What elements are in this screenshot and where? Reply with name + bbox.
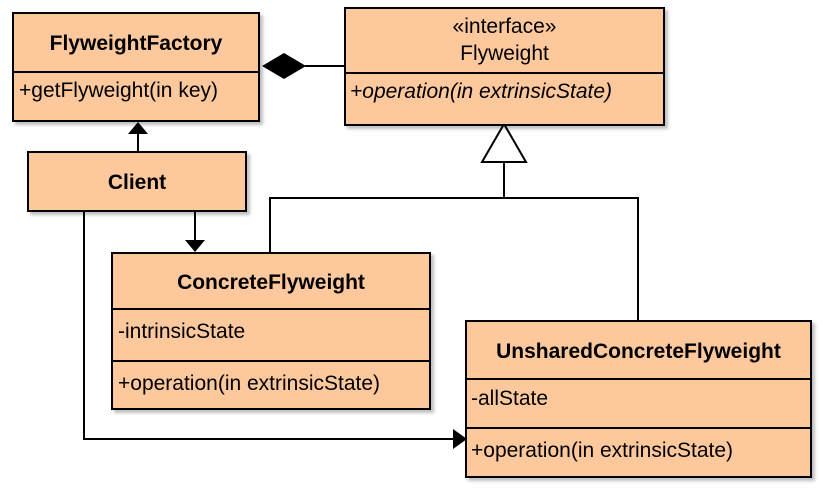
methods-section: +operation(in extrinsicState) <box>113 360 429 394</box>
class-name: FlyweightFactory <box>49 32 223 55</box>
method: +operation(in extrinsicState) <box>471 439 734 462</box>
class-name: Client <box>107 171 167 194</box>
client-class: Client <box>27 151 247 212</box>
class-name: ConcreteFlyweight <box>177 271 365 294</box>
methods-section: +operation(in extrinsicState) <box>467 427 810 461</box>
methods-section: +operation(in extrinsicState) <box>346 72 663 102</box>
unshared-realization-line <box>504 197 639 321</box>
attributes-section: -intrinsicState <box>113 308 429 342</box>
flyweight-interface-class: «interface» Flyweight +operation(in extr… <box>344 7 665 126</box>
flyweight-factory-class: FlyweightFactory +getFlyweight(in key) <box>12 12 260 122</box>
realization-triangle <box>480 122 528 163</box>
method: +operation(in extrinsicState) <box>350 80 613 103</box>
client-to-unshared-line <box>83 212 458 440</box>
unshared-arrowhead <box>453 429 467 449</box>
factory-arrowhead <box>128 122 148 134</box>
composition-diamond <box>262 53 306 79</box>
method: +operation(in extrinsicState) <box>118 372 381 395</box>
attribute: -intrinsicState <box>118 320 246 343</box>
concrete-realization-line <box>269 162 505 253</box>
class-name: UnsharedConcreteFlyweight <box>496 340 781 363</box>
class-name: Flyweight <box>460 42 549 65</box>
stereotype: «interface» <box>452 15 557 38</box>
unshared-concrete-flyweight-class: UnsharedConcreteFlyweight -allState +ope… <box>465 320 812 478</box>
method: +getFlyweight(in key) <box>19 79 218 102</box>
attribute: -allState <box>471 387 549 410</box>
concrete-arrowhead <box>185 240 205 252</box>
concrete-flyweight-class: ConcreteFlyweight -intrinsicState +opera… <box>111 252 431 410</box>
attributes-section: -allState <box>467 378 810 409</box>
methods-section: +getFlyweight(in key) <box>14 71 258 101</box>
